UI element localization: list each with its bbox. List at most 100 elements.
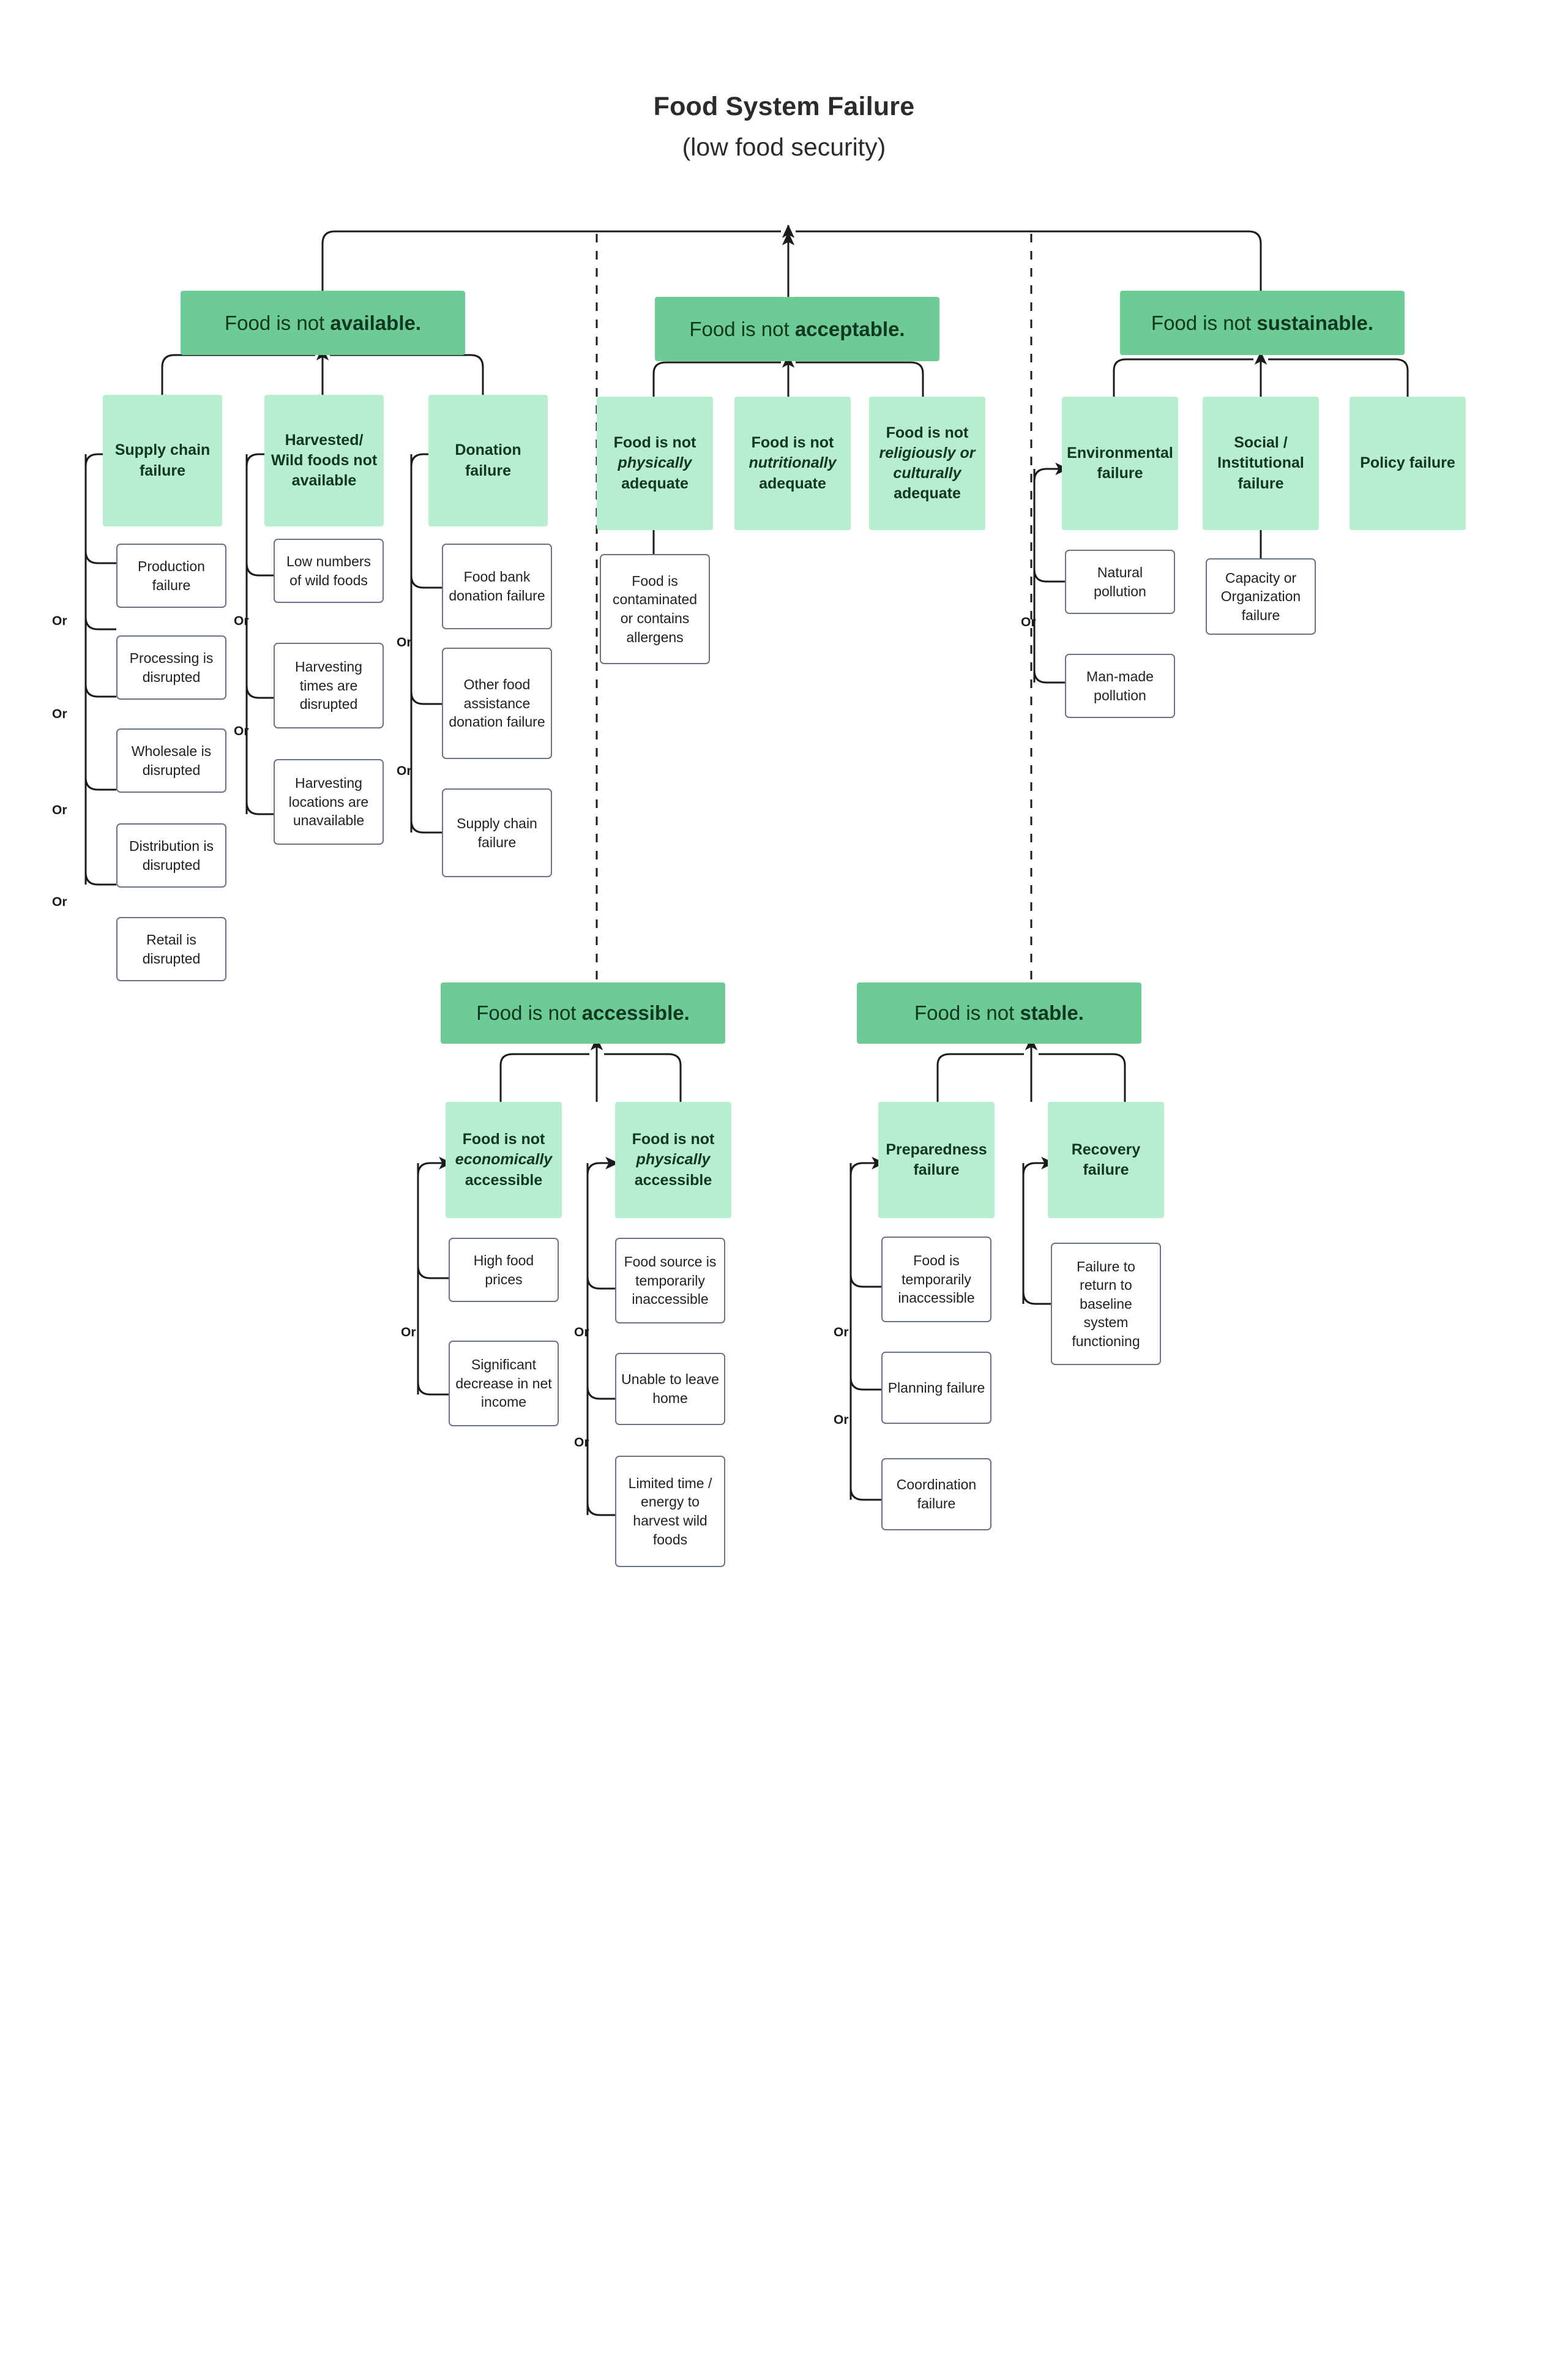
or-gate-label: Or <box>234 614 249 628</box>
or-gate-label: Or <box>52 614 67 628</box>
leaf-limited-time-energy-harvest-wild-foods[interactable]: Limited time / energy to harvest wild fo… <box>615 1456 725 1567</box>
subnode-donation-failure-label: Donation failure <box>455 441 521 479</box>
subnode-environmental-failure[interactable]: Environmental failure <box>1062 397 1178 530</box>
or-gate-label: Or <box>401 1325 416 1339</box>
leaf-natural-pollution[interactable]: Natural pollution <box>1065 550 1175 614</box>
subnode-recovery-failure-label: Recovery failure <box>1071 1140 1141 1178</box>
leaf-high-food-prices[interactable]: High food prices <box>449 1238 559 1302</box>
leaf-label: Coordination failure <box>896 1476 977 1511</box>
or-gate-label: Or <box>234 724 249 738</box>
subnode-social-institutional-failure-label: Social / Institutional failure <box>1217 434 1304 492</box>
leaf-coordination-failure[interactable]: Coordination failure <box>881 1458 991 1530</box>
leaf-failure-return-baseline-system-functioning[interactable]: Failure to return to baseline system fun… <box>1051 1243 1161 1365</box>
subnode-food-not-physically-adequate[interactable]: Food is not physically adequate <box>597 397 713 530</box>
subnode-food-not-religiously-culturally-adequate[interactable]: Food is not religiously or culturally ad… <box>869 397 985 530</box>
subnode-nutritionally-adequate-label: Food is not nutritionally adequate <box>749 434 837 492</box>
leaf-planning-failure[interactable]: Planning failure <box>881 1352 991 1424</box>
leaf-label: Other food assistance donation failure <box>449 676 545 730</box>
subnode-harvested-wild-foods[interactable]: Harvested/ Wild foods not available <box>264 395 384 526</box>
leaf-label: Failure to return to baseline system fun… <box>1072 1258 1140 1349</box>
branch-header-acceptable[interactable]: Food is not acceptable. <box>655 297 939 361</box>
subnode-donation-failure[interactable]: Donation failure <box>428 395 548 526</box>
leaf-label: Limited time / energy to harvest wild fo… <box>628 1475 712 1548</box>
subnode-food-not-economically-accessible[interactable]: Food is not economically accessible <box>446 1102 562 1218</box>
leaf-supply-chain-failure-donation[interactable]: Supply chain failure <box>442 788 552 877</box>
leaf-other-food-assistance-donation-failure[interactable]: Other food assistance donation failure <box>442 648 552 759</box>
title-subtitle: (low food security) <box>682 133 886 161</box>
leaf-label: Processing is disrupted <box>129 649 214 685</box>
subnode-supply-chain-failure[interactable]: Supply chain failure <box>103 395 222 526</box>
page-title: Food System Failure (low food security) <box>0 92 1568 162</box>
leaf-food-source-temporarily-inaccessible[interactable]: Food source is temporarily inaccessible <box>615 1238 725 1323</box>
leaf-label: Natural pollution <box>1094 564 1146 599</box>
branch-header-stable-text: Food is not stable. <box>914 1001 1084 1025</box>
or-gate-label: Or <box>52 803 67 817</box>
leaf-label: Unable to leave home <box>621 1371 719 1406</box>
branch-header-stable[interactable]: Food is not stable. <box>857 982 1141 1044</box>
leaf-wholesale-disrupted[interactable]: Wholesale is disrupted <box>116 728 226 793</box>
leaf-unable-to-leave-home[interactable]: Unable to leave home <box>615 1353 725 1425</box>
leaf-label: Production failure <box>138 558 205 593</box>
leaf-label: Harvesting times are disrupted <box>295 659 362 713</box>
branch-header-accessible[interactable]: Food is not accessible. <box>441 982 725 1044</box>
leaf-label: Retail is disrupted <box>142 931 201 967</box>
leaf-label: Food is contaminated or contains allerge… <box>612 572 698 645</box>
branch-header-sustainable-text: Food is not sustainable. <box>1151 311 1374 334</box>
leaf-label: Distribution is disrupted <box>129 837 214 873</box>
subnode-environmental-failure-label: Environmental failure <box>1067 444 1173 482</box>
leaf-processing-disrupted[interactable]: Processing is disrupted <box>116 635 226 700</box>
or-gate-label: Or <box>1021 615 1036 629</box>
leaf-capacity-organization-failure[interactable]: Capacity or Organization failure <box>1206 558 1316 635</box>
leaf-label: Harvesting locations are unavailable <box>288 775 369 829</box>
leaf-low-numbers-wild-foods[interactable]: Low numbers of wild foods <box>274 539 384 603</box>
subnode-economically-accessible-label: Food is not economically accessible <box>455 1131 553 1189</box>
leaf-significant-decrease-net-income[interactable]: Significant decrease in net income <box>449 1341 559 1426</box>
subnode-social-institutional-failure[interactable]: Social / Institutional failure <box>1203 397 1319 530</box>
subnode-food-not-nutritionally-adequate[interactable]: Food is not nutritionally adequate <box>734 397 851 530</box>
leaf-label: Supply chain failure <box>457 815 537 850</box>
subnode-policy-failure[interactable]: Policy failure <box>1350 397 1466 530</box>
or-gate-label: Or <box>397 635 412 649</box>
branch-header-sustainable[interactable]: Food is not sustainable. <box>1120 291 1405 355</box>
leaf-food-contaminated-allergens[interactable]: Food is contaminated or contains allerge… <box>600 554 710 664</box>
subnode-recovery-failure[interactable]: Recovery failure <box>1048 1102 1164 1218</box>
leaf-label: Significant decrease in net income <box>455 1357 552 1410</box>
leaf-label: Food source is temporarily inaccessible <box>624 1254 717 1308</box>
subnode-physically-adequate-label: Food is not physically adequate <box>613 434 696 492</box>
title-main: Food System Failure <box>653 92 915 121</box>
branch-header-available[interactable]: Food is not available. <box>181 291 465 355</box>
or-gate-label: Or <box>397 764 412 778</box>
or-gate-label: Or <box>574 1325 589 1339</box>
leaf-food-bank-donation-failure[interactable]: Food bank donation failure <box>442 544 552 629</box>
or-gate-label: Or <box>834 1325 849 1339</box>
leaf-food-temporarily-inaccessible[interactable]: Food is temporarily inaccessible <box>881 1237 991 1322</box>
leaf-label: Wholesale is disrupted <box>131 743 212 778</box>
subnode-preparedness-failure-label: Preparedness failure <box>886 1140 987 1178</box>
leaf-harvesting-locations-unavailable[interactable]: Harvesting locations are unavailable <box>274 759 384 845</box>
or-gate-label: Or <box>834 1413 849 1427</box>
branch-header-accessible-text: Food is not accessible. <box>476 1001 690 1025</box>
leaf-label: Planning failure <box>887 1379 985 1396</box>
subnode-supply-chain-failure-label: Supply chain failure <box>114 441 211 479</box>
or-gate-label: Or <box>52 707 67 721</box>
leaf-production-failure[interactable]: Production failure <box>116 544 226 608</box>
leaf-harvesting-times-disrupted[interactable]: Harvesting times are disrupted <box>274 643 384 728</box>
leaf-label: Food is temporarily inaccessible <box>898 1252 975 1306</box>
or-gate-label: Or <box>574 1435 589 1450</box>
leaf-man-made-pollution[interactable]: Man-made pollution <box>1065 654 1175 718</box>
subnode-preparedness-failure[interactable]: Preparedness failure <box>878 1102 995 1218</box>
branch-header-acceptable-text: Food is not acceptable. <box>689 317 905 340</box>
subnode-policy-failure-label: Policy failure <box>1360 454 1455 472</box>
subnode-food-not-physically-accessible[interactable]: Food is not physically accessible <box>615 1102 731 1218</box>
leaf-label: High food prices <box>473 1252 534 1287</box>
subnode-religiously-culturally-adequate-label: Food is not religiously or culturally ad… <box>879 424 976 503</box>
or-gate-label: Or <box>52 895 67 909</box>
leaf-label: Man-made pollution <box>1086 668 1154 703</box>
leaf-distribution-disrupted[interactable]: Distribution is disrupted <box>116 823 226 888</box>
branch-header-available-text: Food is not available. <box>224 311 422 334</box>
subnode-harvested-wild-foods-label: Harvested/ Wild foods not available <box>271 431 378 490</box>
leaf-label: Food bank donation failure <box>449 569 545 604</box>
leaf-label: Capacity or Organization failure <box>1220 569 1301 623</box>
leaf-retail-disrupted[interactable]: Retail is disrupted <box>116 917 226 981</box>
